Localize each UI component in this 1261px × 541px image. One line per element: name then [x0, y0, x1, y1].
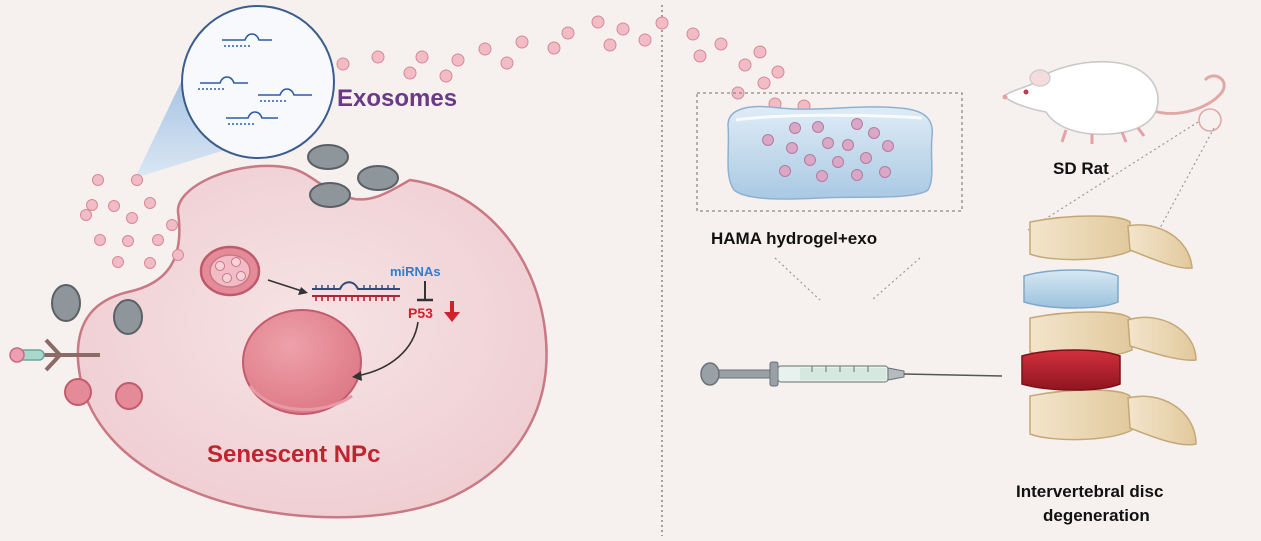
exosome-magnified-view	[181, 5, 335, 159]
p53-label: P53	[408, 305, 433, 321]
membrane-vesicles	[51, 144, 399, 410]
hydrogel-label: HAMA hydrogel+exo	[711, 229, 877, 248]
guide-lines	[774, 121, 1215, 301]
inhibition-bar-icon	[417, 281, 433, 302]
degenerated-disc	[1021, 349, 1121, 391]
syringe-icon	[700, 361, 1003, 387]
exosome-particles-cluster	[80, 174, 184, 269]
disc-label-line1: Intervertebral disc	[1016, 482, 1163, 501]
magnification-cone	[135, 80, 225, 178]
exosomes-label: Exosomes	[337, 85, 457, 112]
senescent-cell-label: Senescent NPc	[207, 441, 380, 468]
hydrogel-block	[727, 105, 934, 200]
receptor-icon	[9, 338, 100, 372]
rat-label: SD Rat	[1053, 159, 1109, 178]
release-arrow	[267, 279, 308, 295]
spine-illustration	[1029, 215, 1197, 446]
healthy-disc	[1023, 269, 1119, 309]
endocytosed-vesicle	[199, 245, 261, 297]
mirnas-label: miRNAs	[390, 264, 441, 279]
disc-label-line2: degeneration	[1043, 506, 1150, 525]
hydrogel-exosomes	[762, 118, 894, 182]
down-arrow-icon	[444, 301, 460, 322]
nucleus	[242, 309, 362, 415]
rat-icon	[1002, 60, 1226, 144]
hydrogel-box	[696, 92, 963, 212]
signal-arrow	[352, 321, 419, 381]
rat-tail-zoom-circle	[1198, 108, 1222, 132]
mirna-duplex-icon	[312, 281, 400, 301]
